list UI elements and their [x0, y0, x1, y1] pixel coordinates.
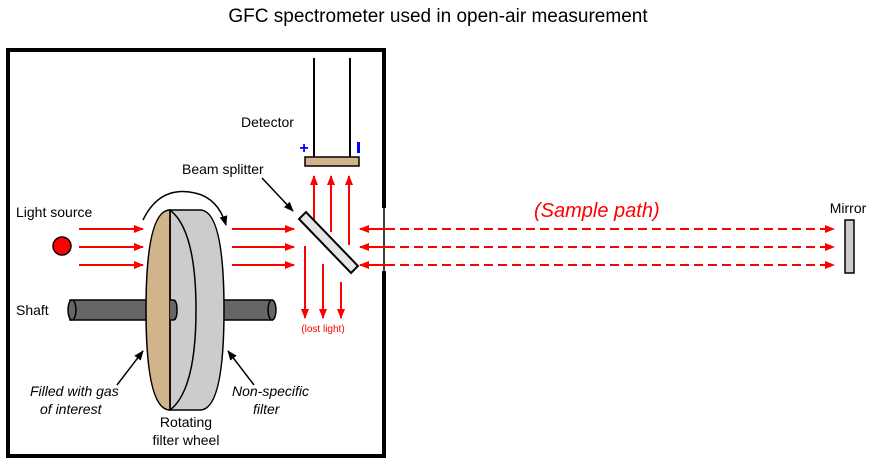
filter-wheel — [145, 209, 225, 411]
enclosure — [6, 48, 386, 458]
gas-cell-label-line2: of interest — [40, 401, 103, 417]
shaft-label: Shaft — [16, 302, 49, 318]
nonspecific-label-line2: filter — [253, 401, 281, 417]
sample-path-returning — [359, 225, 390, 269]
gas-cell-pointer — [116, 350, 144, 386]
filter-pointer — [227, 350, 255, 386]
gas-filled-cell — [145, 209, 171, 411]
wheel-label-line2: filter wheel — [153, 432, 220, 448]
detector-label: Detector — [241, 114, 294, 130]
mirror-label: Mirror — [830, 200, 867, 216]
sample-path-label: (Sample path) — [534, 200, 660, 222]
diagram-title: GFC spectrometer used in open-air measur… — [228, 6, 648, 27]
rotation-arrow-icon — [142, 190, 228, 226]
wheel-label-line1: Rotating — [160, 414, 212, 430]
mirror — [844, 219, 855, 274]
beam-splitter-pointer — [261, 177, 294, 212]
beams-to-detector — [310, 175, 353, 245]
detector-plus-sign: + — [299, 140, 308, 157]
gas-cell-label-line1: Filled with gas — [30, 383, 119, 399]
light-source — [52, 236, 72, 256]
detector-minus-sign — [357, 142, 360, 153]
detector — [304, 58, 360, 167]
beam-splitter — [297, 210, 360, 275]
lost-light-beams — [301, 246, 345, 319]
beams-wheel-to-splitter — [232, 225, 295, 269]
beam-splitter-label: Beam splitter — [182, 161, 264, 177]
nonspecific-label-line1: Non-specific — [232, 383, 309, 399]
detector-element — [304, 156, 360, 167]
sample-path-outgoing — [386, 225, 835, 269]
beams-source-to-wheel — [79, 225, 144, 269]
light-source-label: Light source — [16, 204, 92, 220]
lost-light-label: (lost light) — [301, 324, 344, 335]
non-specific-filter — [169, 209, 225, 411]
